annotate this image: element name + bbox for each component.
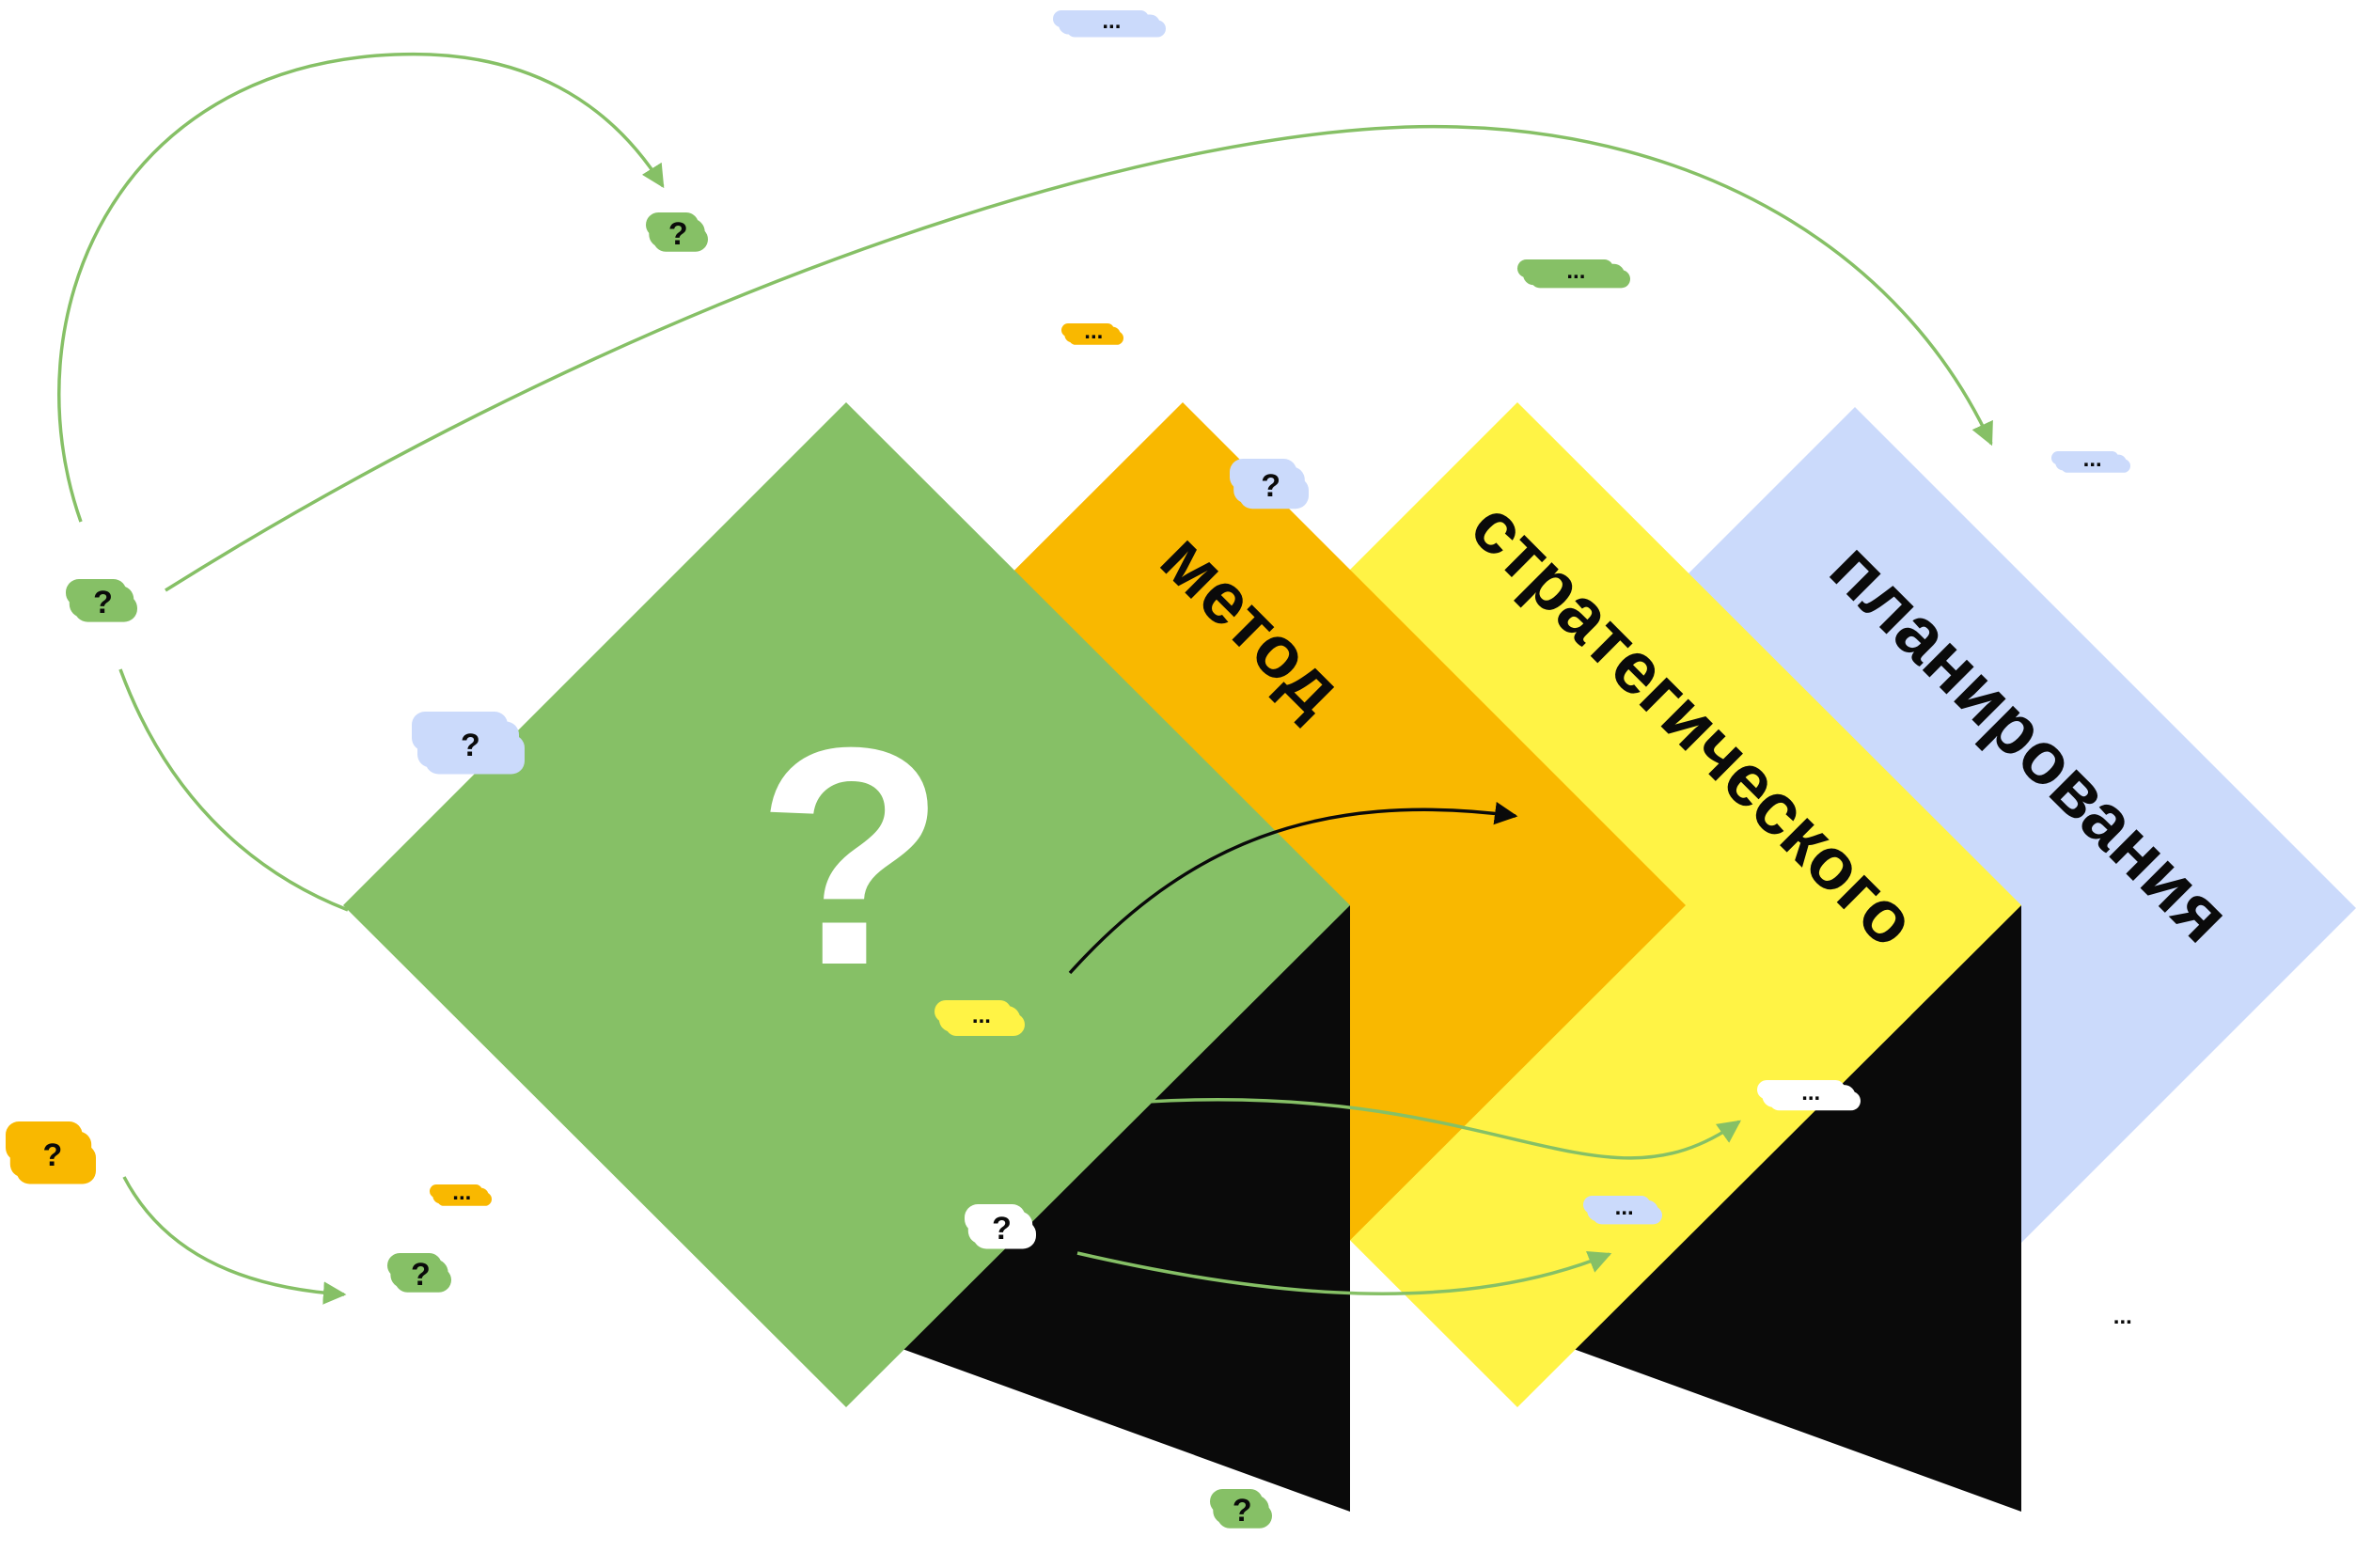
arrow-black — [1068, 801, 1518, 975]
badge-question-text: ? — [668, 216, 688, 252]
badge-dots-ghost: ... — [2079, 1304, 2163, 1332]
badges-layer: ????????........................... — [6, 8, 2163, 1529]
badge-question-text: ? — [1233, 1493, 1252, 1529]
badge-dots-yellow: ... — [935, 1000, 1025, 1036]
arrow-top-long — [165, 124, 1993, 592]
badge-q-bottom: ? — [1210, 1489, 1272, 1529]
badge-blob-part — [1762, 1085, 1856, 1107]
badge-blob-part — [390, 1259, 448, 1289]
badge-blob-part — [417, 721, 519, 768]
badge-blob-part — [2055, 454, 2127, 471]
badge-dots-text: ... — [1801, 1080, 1820, 1105]
diamond-green — [343, 402, 1350, 1407]
arrow-low-green — [1076, 1250, 1612, 1295]
background-arrows — [56, 52, 1993, 1305]
badge-dots-text: ... — [972, 1003, 991, 1028]
badge-question-text: ? — [43, 1137, 63, 1173]
foreground-arrows — [1068, 801, 1741, 1295]
arrow-top-loop — [56, 52, 665, 523]
badge-blob-part — [967, 1211, 1033, 1245]
badge-q-bottom-left: ? — [387, 1253, 451, 1293]
arrow-bottom-left — [122, 1176, 347, 1305]
badge-blob-part — [432, 1187, 489, 1204]
badge-blob-part — [649, 218, 705, 248]
badge-dots-orange-low: ... — [430, 1180, 492, 1206]
badge-dots-text: ... — [2083, 447, 2102, 472]
badge-dots-text: ... — [1084, 319, 1103, 344]
badge-dots-green-top: ... — [1517, 259, 1630, 289]
diamond-black-2 — [1509, 905, 2021, 1512]
badge-dots-top: ... — [1053, 8, 1166, 38]
badge-blob-part — [1213, 1495, 1269, 1525]
badge-question-text: ? — [93, 585, 113, 620]
badge-question-text: ? — [1261, 468, 1280, 504]
badge-blob-part — [69, 586, 134, 618]
arrow-mid-green — [1146, 1098, 1741, 1160]
big-question-mark: ? — [756, 682, 946, 1029]
badge-dots-white: ... — [1757, 1080, 1861, 1111]
badge-dots-text: ... — [452, 1180, 471, 1205]
badge-dots-blue-right: ... — [2051, 447, 2130, 473]
badge-question-text: ? — [992, 1211, 1012, 1247]
badge-blob-part — [1059, 14, 1160, 35]
badge-blob-part — [1064, 326, 1121, 343]
badge-q-blue-top: ? — [1230, 459, 1309, 510]
arrow-left-curve — [118, 668, 349, 912]
badge-dots-orange-top: ... — [1061, 319, 1123, 345]
badge-q-top: ? — [646, 212, 708, 252]
diamond-stack — [343, 402, 2356, 1512]
badge-dots-text: ... — [1566, 259, 1585, 284]
badge-blob-part — [938, 1006, 1021, 1032]
badge-dots-blue-low: ... — [1583, 1195, 1662, 1225]
badge-q-white: ? — [965, 1204, 1036, 1249]
badge-blob-part — [1233, 466, 1305, 504]
badge-blob-part — [1523, 263, 1625, 286]
badge-dots-text: ... — [1102, 8, 1121, 34]
badge-dots-text: ... — [2113, 1304, 2132, 1329]
badge-question-text: ? — [461, 728, 480, 763]
badge-q-blue-mid: ? — [412, 712, 525, 775]
badge-q-orange-left: ? — [6, 1121, 96, 1184]
badge-dots-text: ... — [1615, 1195, 1634, 1220]
badge-question-text: ? — [411, 1257, 431, 1293]
badge-q-left: ? — [66, 579, 137, 622]
badge-blob-part — [1587, 1200, 1658, 1222]
badge-blob-part — [2082, 1310, 2160, 1329]
badge-blob-part — [9, 1131, 92, 1178]
diamond-black-1 — [838, 905, 1350, 1512]
